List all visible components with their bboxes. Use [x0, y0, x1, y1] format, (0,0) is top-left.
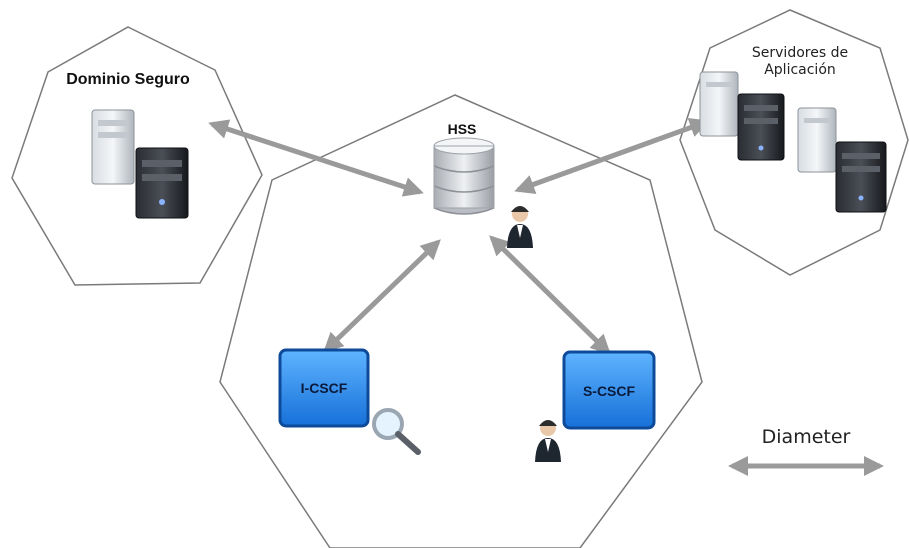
link-hss-scscf [489, 235, 611, 355]
magnifier-icon [372, 408, 421, 455]
icscf-label: I-CSCF [301, 380, 348, 396]
user-profile-icon [507, 206, 533, 248]
database-icon [433, 137, 495, 215]
hss-label: HSS [448, 121, 477, 137]
user-profile-icon [535, 420, 561, 462]
diameter-links [208, 118, 884, 476]
secure-domain-label: Dominio Seguro [66, 71, 190, 88]
core-network-heptagon [219, 94, 703, 548]
link-hss-icscf [323, 239, 441, 353]
legend-label: Diameter [762, 426, 851, 448]
link-hss-app-servers [514, 118, 710, 194]
app-server-icon [699, 71, 785, 161]
app-server-icon [797, 107, 887, 213]
scscf-label: S-CSCF [583, 383, 636, 399]
link-hss-secure-domain [208, 119, 424, 197]
app-servers-label-line2: Aplicación [764, 62, 836, 78]
scscf-node: S-CSCF [562, 350, 656, 430]
app-servers-label-line1: Servidores de [752, 45, 848, 61]
secure-domain-server-icon [91, 109, 189, 219]
icscf-node: I-CSCF [278, 348, 370, 428]
